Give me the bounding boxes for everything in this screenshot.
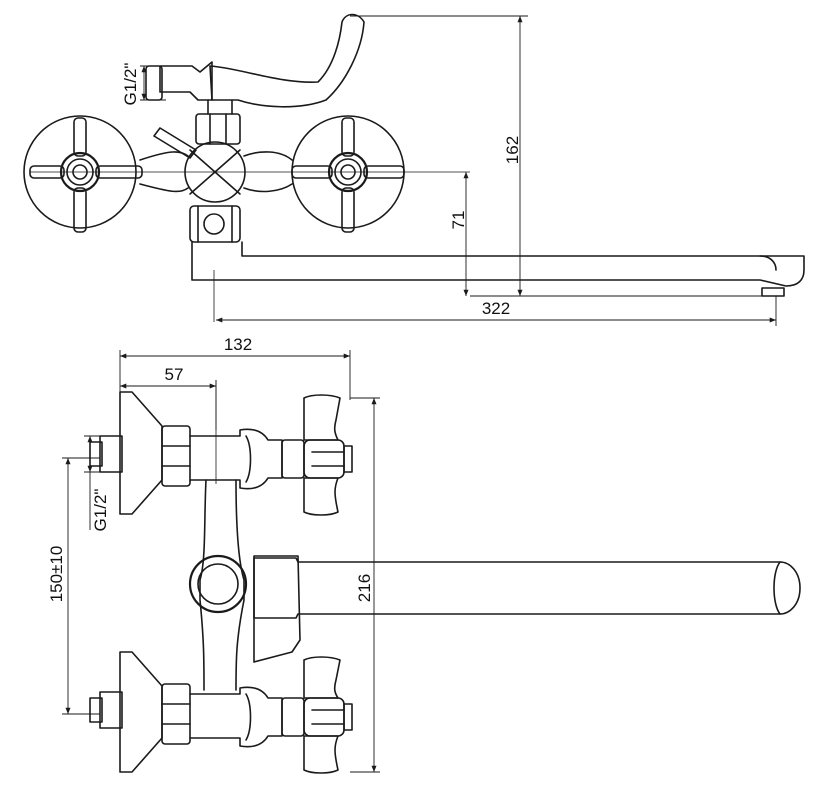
diverter-lever bbox=[153, 127, 197, 159]
shower-outlet-nut bbox=[195, 113, 241, 145]
body-arms bbox=[139, 151, 293, 193]
lower-cross-handle-side bbox=[281, 656, 353, 774]
upper-nut bbox=[161, 425, 191, 487]
shower-connector bbox=[159, 61, 213, 101]
body-column bbox=[199, 479, 245, 691]
lower-wall-flange bbox=[119, 651, 163, 773]
dim-thread-side: G1/2" bbox=[91, 489, 110, 532]
shower-lever bbox=[209, 13, 365, 108]
diverter-knob-side bbox=[188, 554, 248, 614]
dim-150: 150±10 bbox=[47, 546, 66, 603]
spout-collar bbox=[253, 555, 301, 663]
right-cross-handle bbox=[291, 117, 405, 233]
dim-322: 322 bbox=[482, 299, 510, 318]
spout-nut bbox=[189, 205, 241, 243]
side-view: 132 57 G1/2" 150±10 216 bbox=[47, 335, 801, 774]
spout-side-view bbox=[253, 557, 801, 619]
dim-thread-top: G1/2" bbox=[121, 63, 140, 106]
lower-nut bbox=[161, 683, 191, 745]
spout-top-view bbox=[191, 241, 805, 287]
dim-71: 71 bbox=[449, 211, 468, 230]
upper-cross-handle-side bbox=[281, 394, 353, 516]
dim-216: 216 bbox=[355, 574, 374, 602]
dim-132: 132 bbox=[224, 335, 252, 354]
front-view: 162 71 322 G1/2" bbox=[23, 13, 805, 326]
left-cross-handle bbox=[29, 117, 143, 233]
upper-wall-flange bbox=[119, 391, 163, 515]
dim-57: 57 bbox=[165, 365, 184, 384]
dim-162: 162 bbox=[503, 136, 522, 164]
